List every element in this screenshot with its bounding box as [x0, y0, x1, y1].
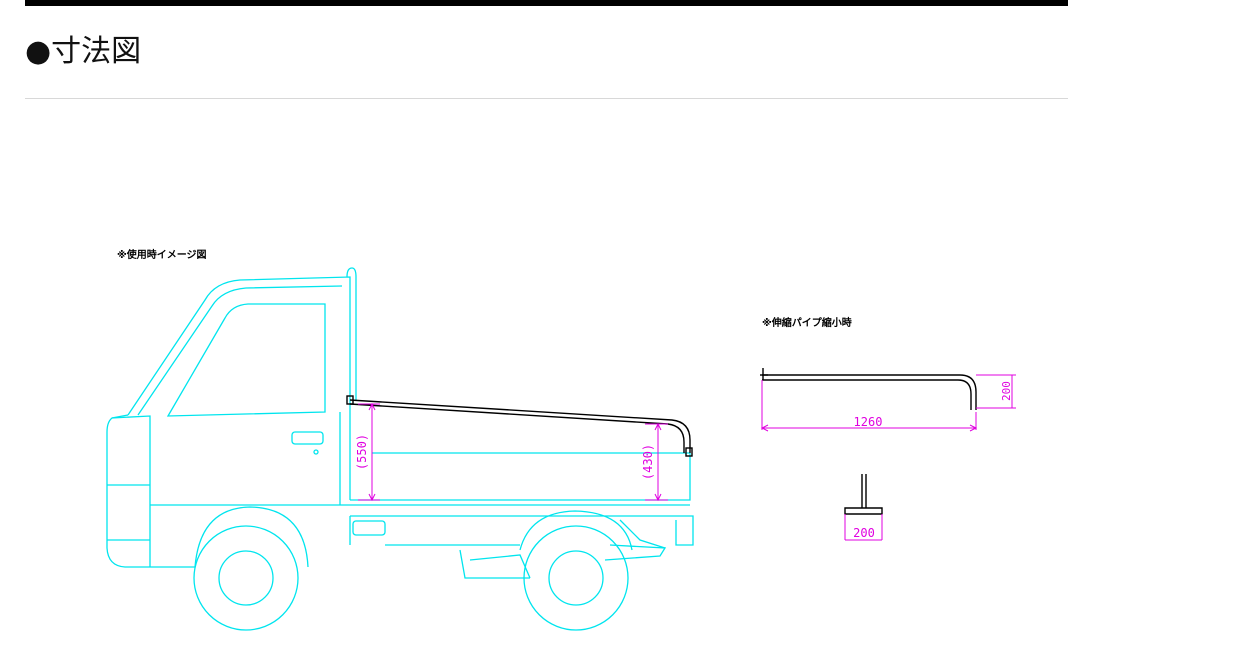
front-height-label: (550) [355, 434, 369, 470]
pipe-drop-label: 200 [1000, 381, 1013, 401]
usage-caption: ※使用時イメージ図 [117, 250, 207, 261]
page-title: ●寸法図 [25, 34, 142, 69]
truck-outline [106, 267, 694, 631]
end-view-dimensions [844, 514, 883, 541]
truck-pipe [346, 395, 693, 457]
end-view [844, 474, 883, 515]
truck-dimensions [358, 402, 668, 502]
top-bar [25, 0, 1068, 6]
divider [25, 98, 1068, 99]
retracted-caption: ※伸縮パイプ縮小時 [762, 318, 852, 329]
pipe-length-label: 1260 [854, 415, 883, 429]
rear-height-label: (430) [641, 444, 655, 480]
retracted-pipe [760, 368, 977, 410]
end-width-label: 200 [853, 526, 875, 540]
retracted-dimensions [760, 374, 1016, 432]
